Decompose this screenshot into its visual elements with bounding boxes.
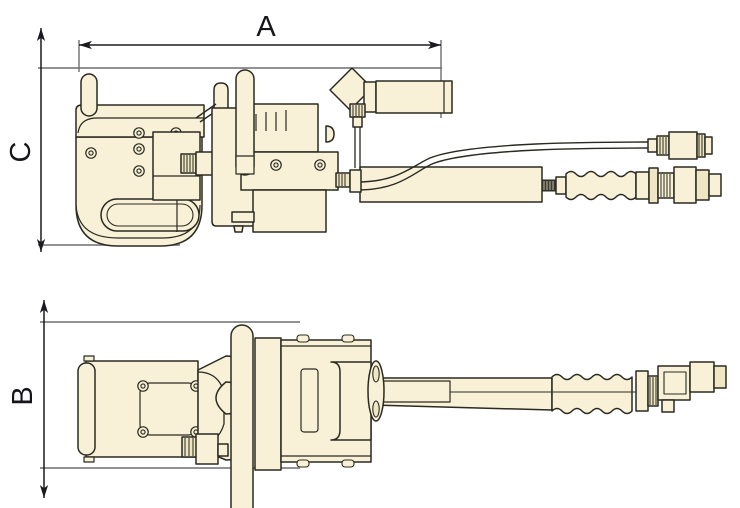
hose-inlet-nut: [335, 172, 351, 188]
electrical-cable: [356, 141, 649, 183]
dimension-A-label: A: [256, 11, 276, 43]
coupler-nut-2: [648, 167, 659, 204]
frame-screw-4: [133, 127, 145, 139]
electrical-cable-assembly-side: [356, 131, 713, 191]
pivot-clamp-hatch: [184, 438, 202, 456]
dimension-C-label: C: [5, 142, 37, 163]
motor-shaft-flange: [367, 360, 385, 422]
hex-fitting-nut: [180, 153, 197, 174]
pivot-clamp-body: [195, 433, 219, 465]
dimension-C: C: [5, 28, 46, 252]
motor-ribs: [255, 110, 287, 131]
mount-screw-tl: [137, 380, 149, 392]
frame-notch: [77, 117, 204, 134]
dimension-B: B: [7, 300, 49, 498]
c-frame-head: [75, 73, 229, 247]
vertical-handle-plan: [230, 324, 254, 508]
electrical-cable-lower: [356, 147, 649, 191]
yoke-plate-plan: [77, 355, 202, 463]
motor-bolt-b2: [341, 459, 355, 468]
motor-skirt: [252, 189, 327, 233]
hose-inlet-body: [349, 169, 362, 193]
cable-connector-ring-hatch: [698, 135, 703, 156]
frame-screw-3: [133, 165, 145, 177]
frame-screw-2: [133, 143, 145, 155]
coupler-plan-hatch: [649, 377, 657, 405]
motor-lower-block: [240, 151, 339, 191]
coupler-sleeve-plan: [689, 361, 715, 393]
flange-hole-bottom: [372, 400, 380, 418]
square-mount-plate: [139, 382, 199, 436]
motor-bolt-t2: [341, 334, 355, 343]
valve-tube: [354, 127, 361, 168]
cable-connector-ring: [696, 133, 706, 158]
motor-foot: [231, 211, 255, 223]
cable-strain-relief: [647, 138, 658, 153]
hex-fitting-hatch: [183, 155, 194, 172]
flange-hole-top: [372, 365, 380, 383]
motor-housing-plan: [254, 334, 385, 471]
hex-fitting-body: [195, 151, 214, 176]
plan-view: [77, 324, 727, 508]
coupler-body: [657, 172, 675, 199]
dimension-A: A: [79, 11, 441, 50]
hose-ferrule-hatch: [543, 181, 554, 190]
motor-upper-block: [243, 103, 319, 153]
hydraulic-hose-assembly-side: [359, 166, 722, 204]
yoke-tab-bottom: [83, 456, 95, 463]
motor-bolt-b1: [296, 459, 310, 468]
valve-stem-hatch: [352, 105, 363, 116]
yoke-tab-top: [83, 355, 95, 362]
coupler-nut-plan-1: [635, 370, 649, 412]
side-view: [75, 67, 722, 247]
yoke-end-cap: [77, 362, 96, 456]
coupler-nut-1: [635, 171, 650, 200]
motor-screw-1: [270, 159, 282, 171]
dimension-B-label: B: [7, 386, 39, 405]
cable-connector-body: [668, 131, 698, 160]
valve-stem: [352, 116, 363, 128]
coupler-tip: [708, 173, 722, 197]
clamp-pad-inner: [106, 203, 194, 227]
hydraulic-hose: [359, 166, 543, 203]
frame-screw-1: [85, 147, 97, 159]
braided-hose-plan: [551, 373, 633, 415]
coupler-body-hatch: [660, 174, 671, 197]
motor-bolt-t1: [296, 334, 310, 343]
valve-stem-nut: [349, 103, 366, 118]
motor-end-cap-plan: [330, 361, 372, 441]
coupler-tip-nut: [695, 169, 710, 201]
valve-port: [325, 125, 335, 143]
valve-and-grip-side: [325, 67, 453, 193]
upper-guide-post: [80, 73, 98, 117]
vertical-handle-base: [235, 155, 255, 175]
hose-collar: [555, 176, 567, 195]
motor-housing-side: [211, 69, 339, 233]
hose-inlet-hatch: [338, 174, 346, 186]
vertical-handle-side: [235, 69, 255, 176]
motor-screw-2: [314, 159, 326, 171]
hex-fitting-side: [180, 151, 223, 176]
cable-connector-tip: [704, 136, 713, 155]
coupler-sleeve: [673, 166, 697, 204]
grip-handle: [375, 80, 453, 114]
cable-connector-hatch: [659, 137, 667, 154]
motor-body-plan: [254, 337, 282, 471]
grip-handle-collar: [363, 81, 377, 113]
hydraulic-hose-assembly-plan: [369, 361, 727, 415]
motor-base-tab: [233, 225, 244, 233]
mount-screw-bl: [137, 426, 149, 438]
pivot-clamp-tip: [217, 443, 229, 457]
coupler-tip-plan: [713, 365, 727, 389]
motor-window-plan: [300, 368, 319, 433]
coupler-mid-plan: [663, 371, 687, 395]
hook-linkage: [195, 103, 217, 119]
coupler-stub-plan: [661, 399, 675, 413]
